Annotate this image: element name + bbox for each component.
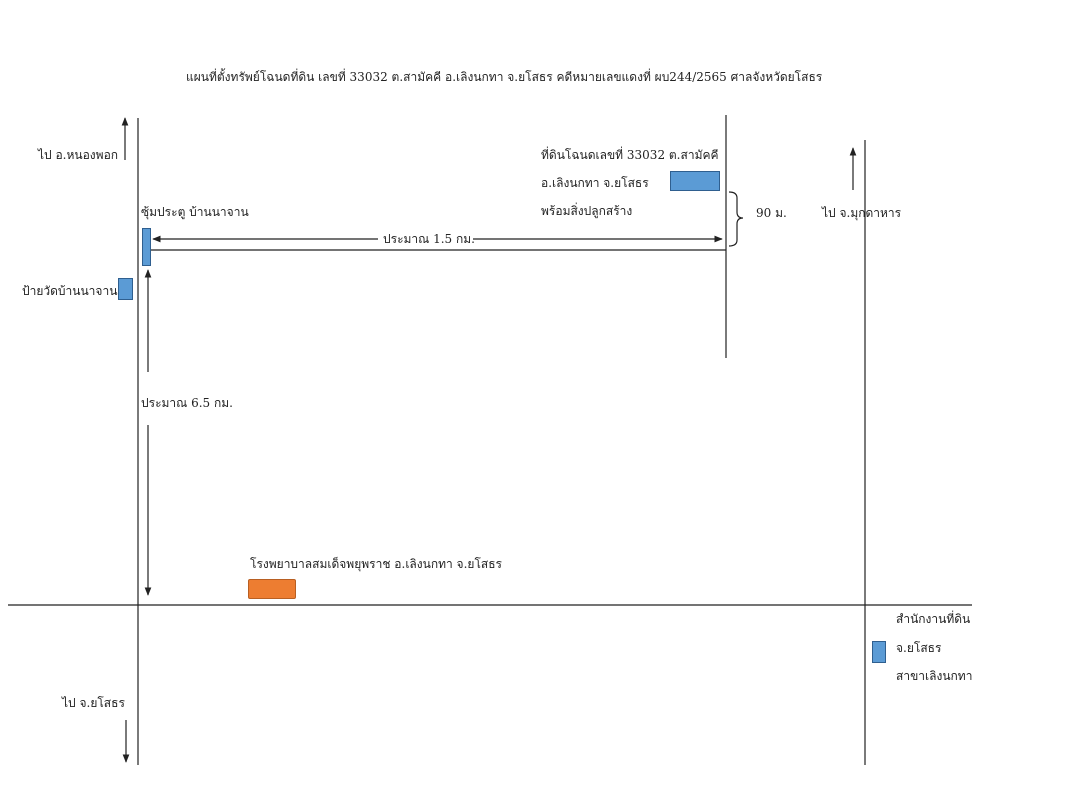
width-bracket <box>728 191 744 247</box>
soi-gate-marker <box>142 228 151 266</box>
label-land-office-line2: จ.ยโสธร <box>896 641 942 655</box>
page-title: แผนที่ตั้งทรัพย์โฉนดที่ดิน เลขที่ 33032 … <box>186 70 823 84</box>
label-to-yasothon: ไป จ.ยโสธร <box>62 696 125 710</box>
label-to-nong-phok: ไป อ.หนองพอก <box>38 148 119 162</box>
label-land-line3: พร้อมสิ่งปลูกสร้าง <box>541 204 633 218</box>
label-land-line2: อ.เลิงนกทา จ.ยโสธร <box>541 176 649 190</box>
land-office-marker <box>872 641 886 663</box>
label-land-line1: ที่ดินโฉนดเลขที่ 33032 ต.สามัคคี <box>541 148 719 162</box>
label-distance-horizontal: ประมาณ 1.5 กม. <box>383 232 475 246</box>
label-width-90m: 90 ม. <box>756 206 787 220</box>
land-parcel-marker <box>670 171 720 191</box>
hospital-marker <box>248 579 296 599</box>
label-distance-vertical: ประมาณ 6.5 กม. <box>141 396 233 410</box>
label-soi-gate: ซุ้มประตู บ้านนาจาน <box>141 205 249 219</box>
temple-sign-marker <box>118 278 133 300</box>
label-land-office-line1: สำนักงานที่ดิน <box>896 612 971 626</box>
label-land-office-line3: สาขาเลิงนกทา <box>896 669 973 683</box>
label-hospital: โรงพยาบาลสมเด็จพยุพราช อ.เลิงนกทา จ.ยโสธ… <box>250 557 502 571</box>
label-to-mukdahan: ไป จ.มุกดาหาร <box>822 206 902 220</box>
label-temple-sign: ป้ายวัดบ้านนาจาน <box>22 284 118 298</box>
